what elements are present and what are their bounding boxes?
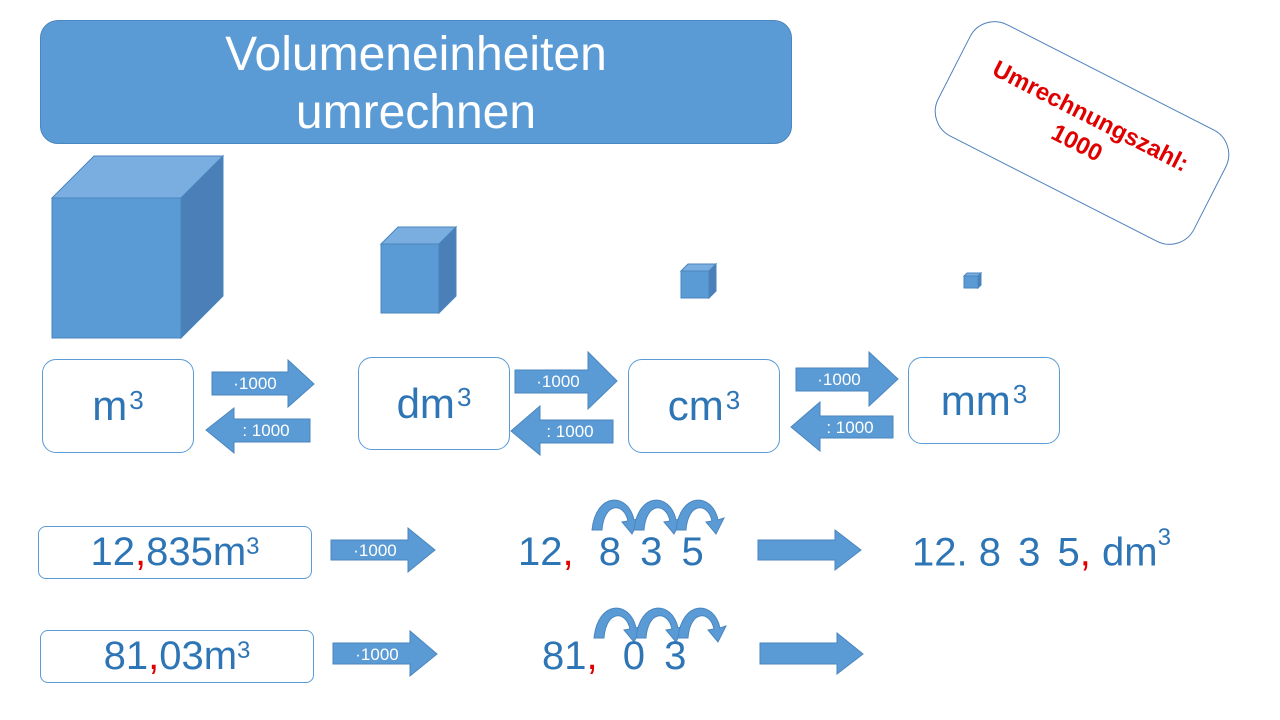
unit-label: m — [92, 382, 128, 429]
unit-exponent: 3 — [456, 382, 472, 412]
title-banner: Volumeneinheiten umrechnen — [40, 20, 792, 144]
example-1-step: 12, 8 3 5 — [518, 530, 704, 575]
title-line-1: Volumeneinheiten — [225, 28, 607, 81]
example-2-step-digit: 0 — [622, 634, 645, 678]
example-1-result-digit: 3 — [1018, 530, 1041, 575]
multiply-label-2: ·1000 — [536, 372, 580, 391]
example-1-step-comma: , — [562, 530, 574, 574]
example-1-step-digit: 8 — [598, 530, 621, 574]
example-2-int: 81 — [103, 634, 149, 678]
example-1-result-comma: , — [1079, 530, 1091, 575]
example-1-step-int: 12 — [518, 530, 563, 574]
arrow-left-icon — [205, 400, 894, 457]
divide-label-3: : 1000 — [826, 418, 874, 437]
example-1-comma: , — [134, 530, 147, 574]
example-multiply-label-2: ·1000 — [355, 645, 399, 664]
example-2-frac: 03 — [159, 634, 204, 678]
example-2-unit: m — [203, 634, 238, 678]
cube-icon-m3 — [50, 154, 225, 340]
unit-exponent: 3 — [725, 384, 741, 415]
cube-icon-mm3 — [962, 271, 983, 290]
cube-icon-dm3 — [379, 225, 458, 315]
unit-exponent: 3 — [1012, 379, 1028, 409]
example-1-result-digit: 5 — [1057, 530, 1080, 575]
example-2-comma: , — [148, 634, 160, 678]
example-1-int: 12 — [90, 530, 135, 574]
cube-icon-cm3 — [679, 262, 718, 300]
example-1-result: 12. 8 3 5, dm3 — [912, 524, 1171, 575]
divide-label-1: : 1000 — [242, 421, 290, 440]
example-2-exp: 3 — [237, 636, 251, 664]
example-1-step-digit: 5 — [681, 530, 704, 574]
divide-label-2: : 1000 — [546, 422, 594, 441]
example-1-result-unit: dm — [1102, 530, 1158, 575]
example-1-exp: 3 — [246, 532, 260, 560]
multiply-label-3: ·1000 — [817, 370, 861, 389]
unit-label: dm — [396, 379, 455, 427]
curved-arrow-icon-row2 — [593, 607, 727, 643]
example-1-frac: 835 — [146, 530, 213, 574]
unit-exponent: 3 — [129, 384, 144, 415]
example-2-step: 81, 0 3 — [542, 634, 686, 679]
example-1-result-int: 12 — [912, 530, 957, 575]
example-arrow-icons — [330, 526, 864, 678]
unit-label: cm — [667, 382, 724, 429]
example-multiply-label-1: ·1000 — [353, 541, 397, 560]
curved-arrow-icon-row1 — [591, 499, 725, 535]
example-1-unit: m — [212, 530, 247, 574]
arrow-right-icon — [211, 350, 899, 411]
example-1-result-digit: 8 — [978, 530, 1001, 575]
example-2-step-digit: 3 — [664, 634, 687, 678]
example-2-step-int: 81 — [542, 634, 587, 678]
example-1-result-exp: 3 — [1157, 524, 1171, 551]
example-1-step-digit: 3 — [640, 530, 663, 574]
example-2-step-comma: , — [586, 634, 598, 678]
multiply-label-1: ·1000 — [233, 374, 277, 393]
example-1-result-sep: . — [956, 530, 968, 575]
unit-label: mm — [940, 376, 1011, 424]
title-line-2: umrechnen — [295, 86, 537, 139]
